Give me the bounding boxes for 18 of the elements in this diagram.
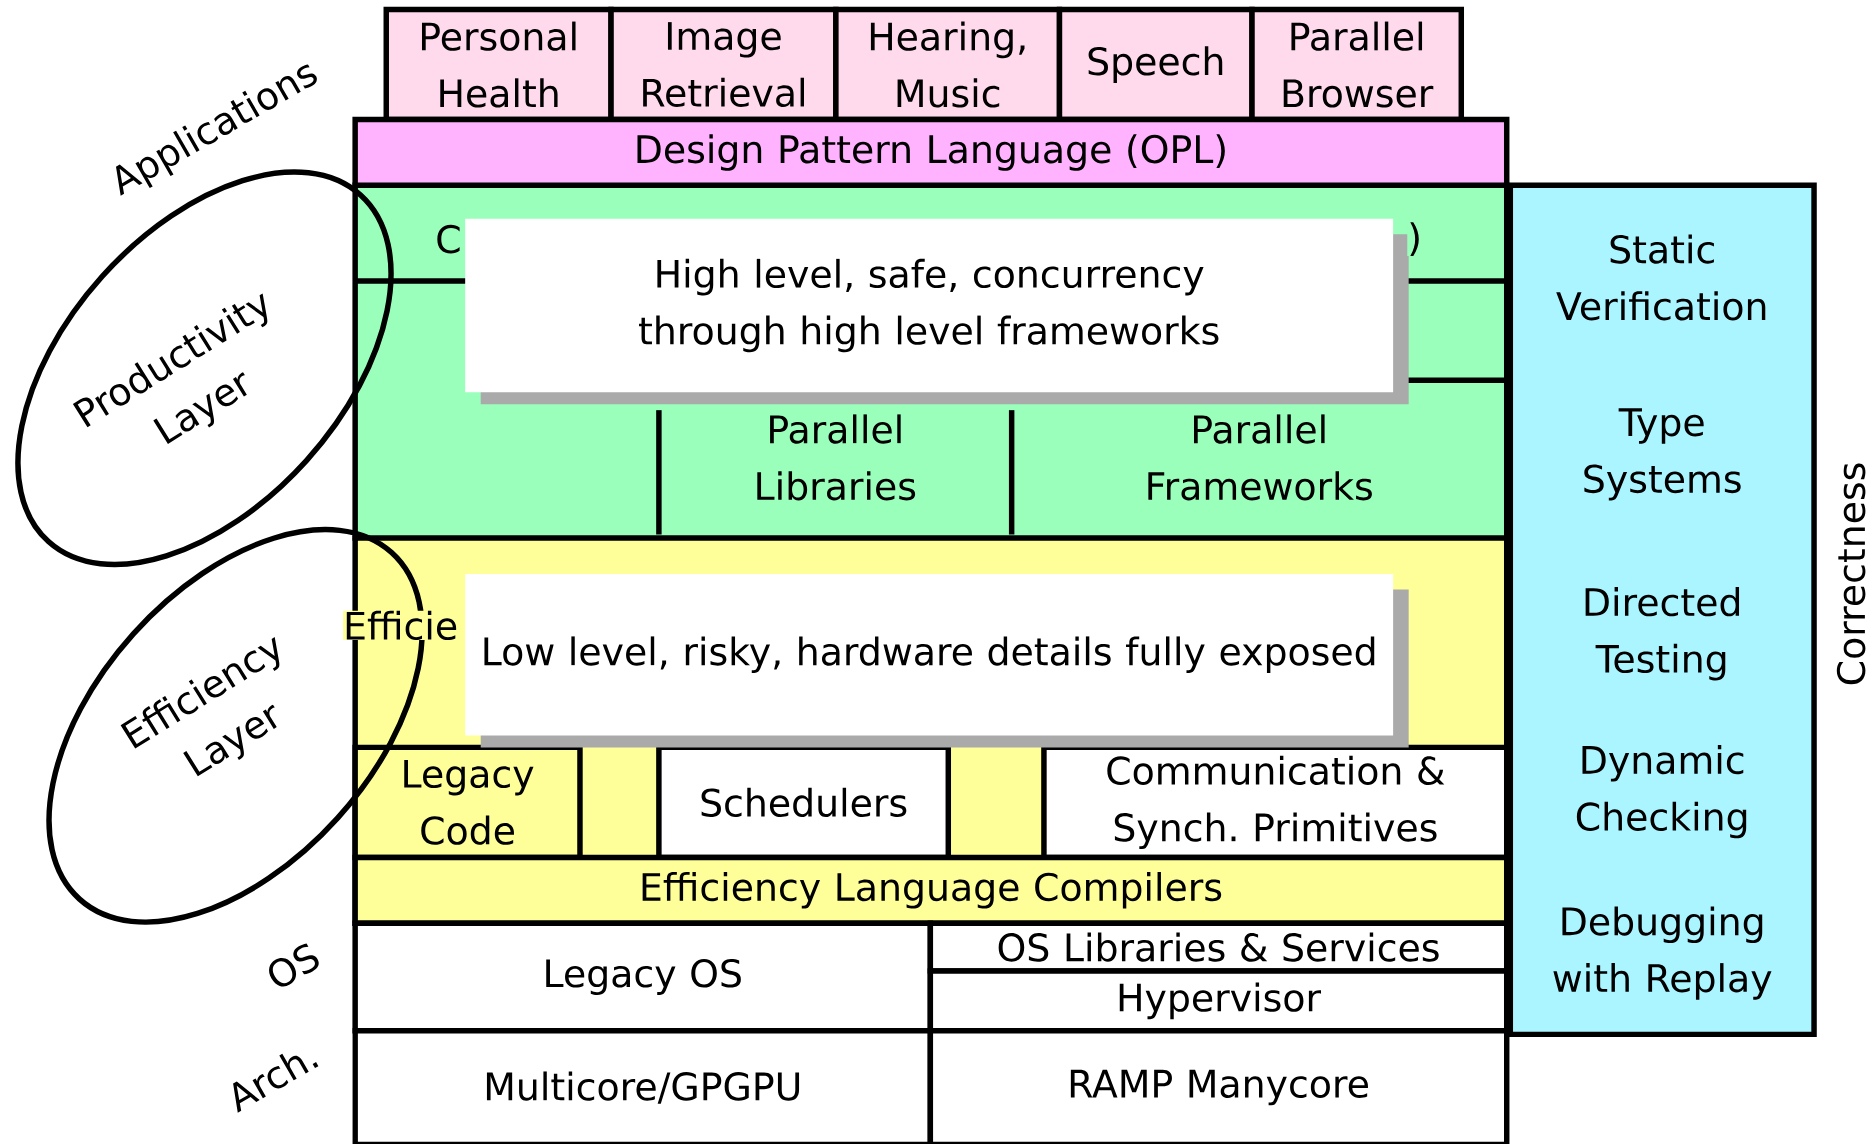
language-bar: Design Pattern Language (OPL) (352, 116, 1510, 188)
hardware-box: RAMP Manycore (927, 1027, 1510, 1144)
os-box: Legacy OS (352, 920, 934, 1034)
component-box: Schedulers (656, 744, 951, 860)
layer-label: Arch. (233, 1053, 319, 1113)
callout-box: High level, safe, concurrency through high level frameworks (465, 218, 1409, 404)
band-text: Efficie (343, 610, 459, 640)
callout-box: Low level, risky, hardware details fully exposed (465, 573, 1409, 748)
framework-cell: Parallel Frameworks (1148, 414, 1372, 501)
layer-label: OS (269, 943, 319, 987)
os-box: OS Libraries & Services (927, 920, 1510, 974)
correctness-column: Static Verification Type Systems Directed Testing Dynamic Checking Debugging with Replay Correctness (1507, 182, 1866, 1037)
band-text: C (435, 224, 462, 254)
component-box: Legacy Code (352, 744, 583, 860)
framework-cell: Parallel Libraries (757, 414, 916, 501)
node-label: Correctness (1836, 463, 1866, 685)
hardware-box: Multicore/GPGPU (352, 1027, 934, 1144)
band-text: ) (1407, 222, 1422, 256)
